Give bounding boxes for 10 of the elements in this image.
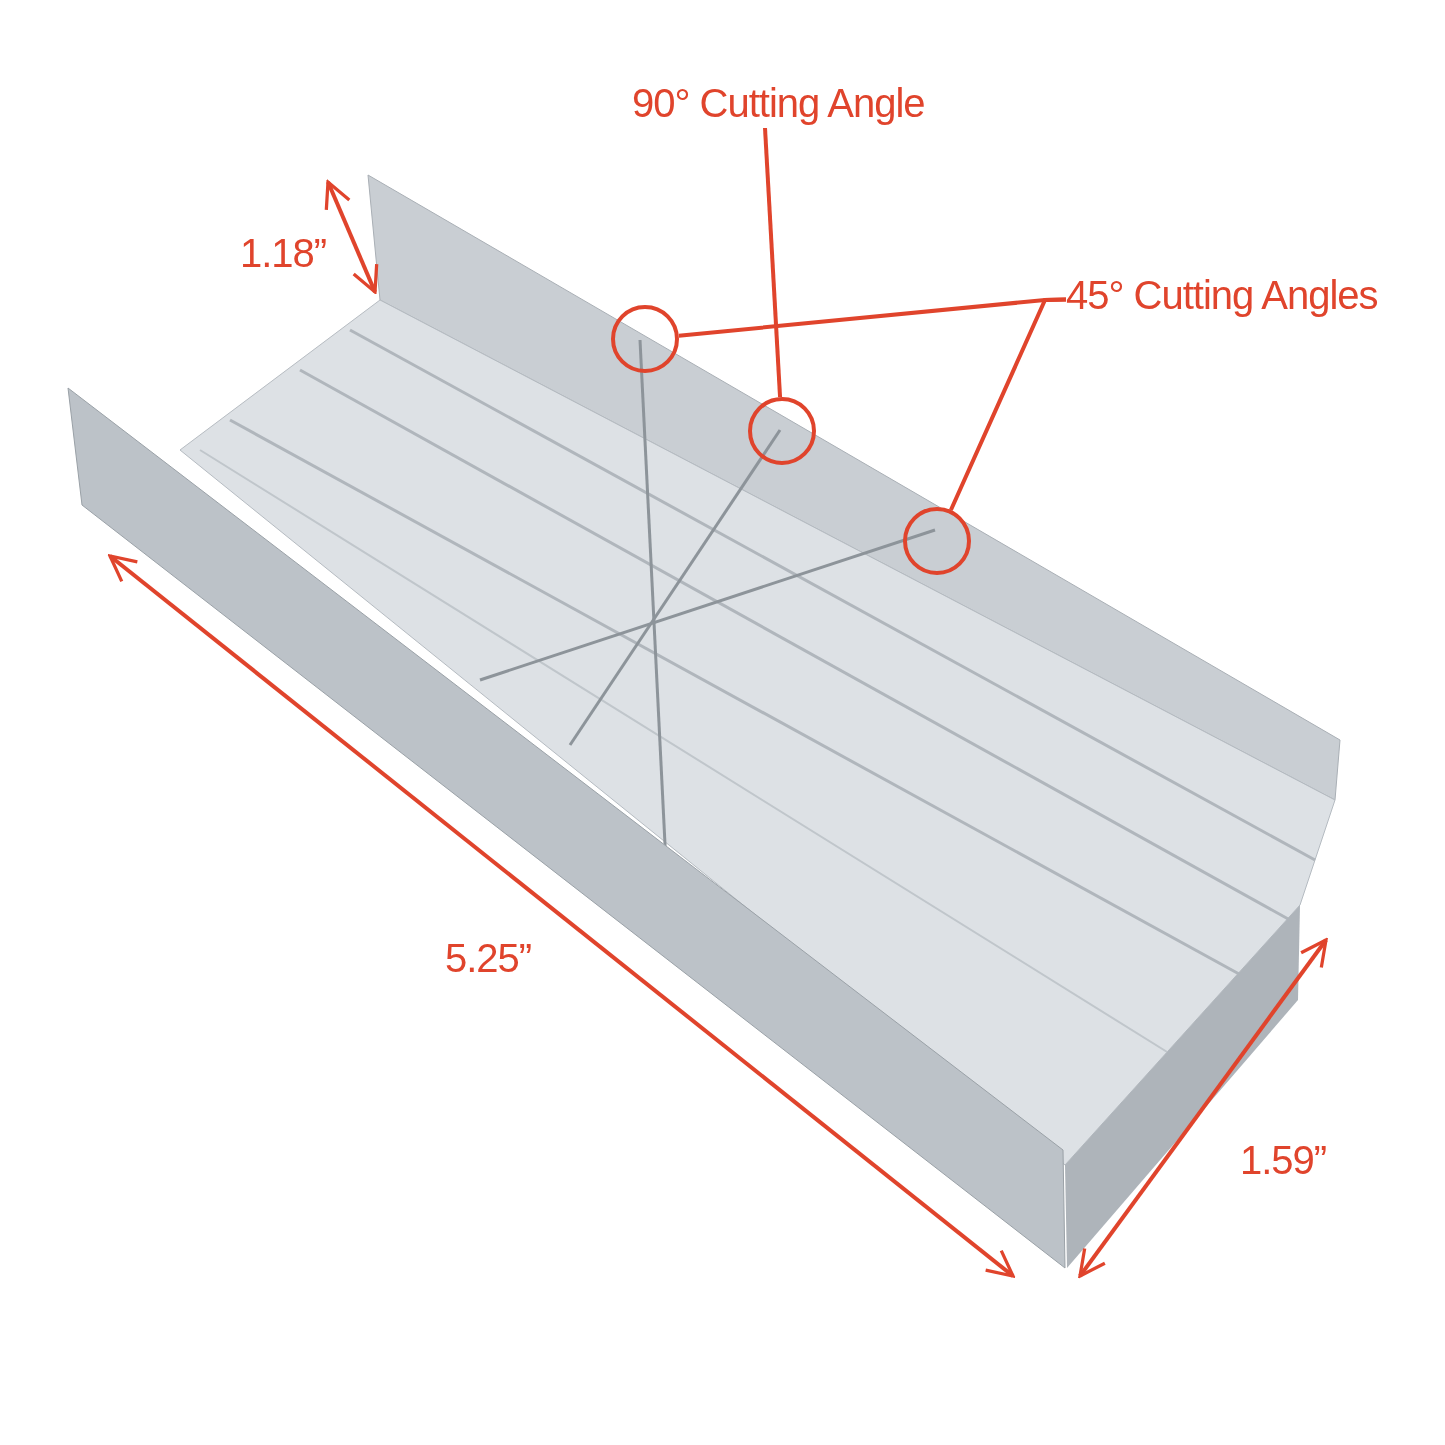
callout-text: 90° Cutting Angle	[632, 80, 925, 126]
highlight-circle	[903, 507, 971, 575]
dimension-label: 1.18”	[240, 230, 327, 276]
highlight-circle	[611, 305, 679, 373]
highlight-circle	[748, 397, 816, 465]
leader-line	[949, 297, 1067, 511]
leader-line	[763, 127, 783, 398]
dimension-label: 1.59”	[1240, 1137, 1327, 1183]
dimension-label: 5.25”	[445, 935, 532, 981]
callout-text: 45° Cutting Angles	[1066, 272, 1378, 318]
